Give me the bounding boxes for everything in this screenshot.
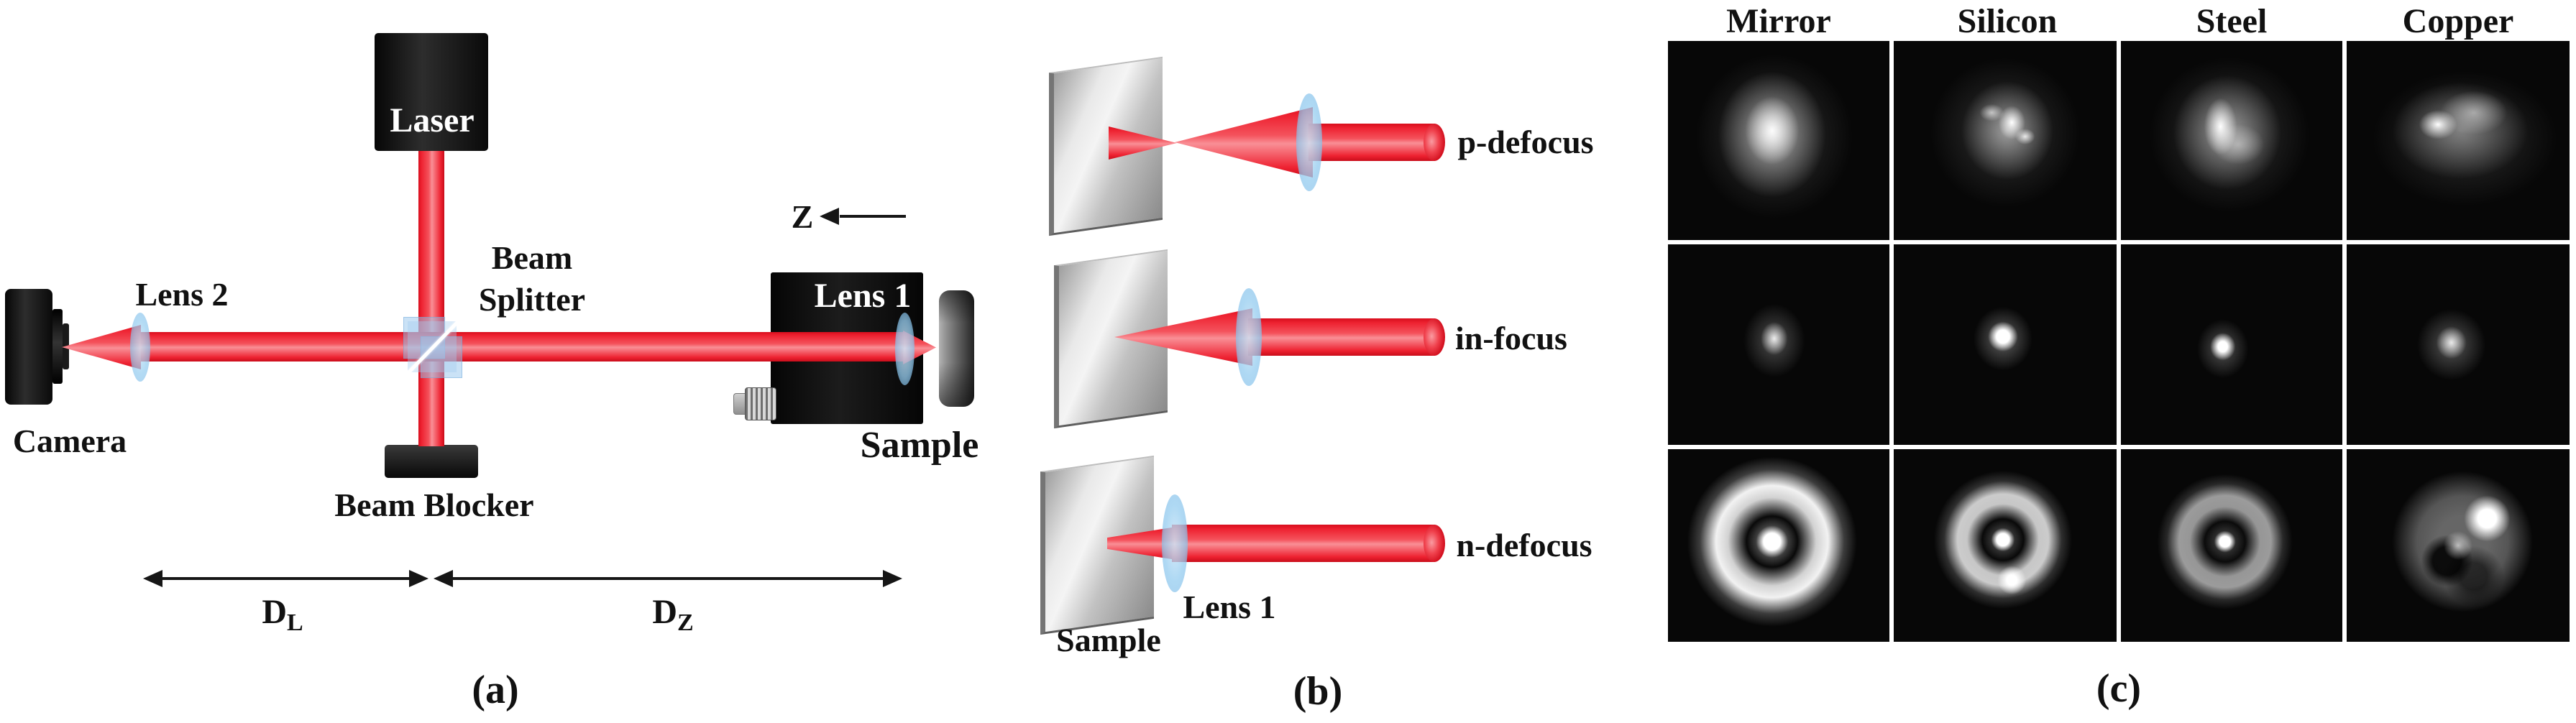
lens1-label: Lens 1 bbox=[814, 277, 912, 315]
lens2-icon bbox=[130, 313, 150, 382]
dl-arrow-line bbox=[160, 577, 413, 580]
laser-label: Laser bbox=[390, 101, 475, 139]
column-header-mirror: Mirror bbox=[1726, 2, 1831, 40]
lens1-lens-icon bbox=[895, 313, 915, 385]
p-beam-cylinder bbox=[1308, 124, 1435, 161]
sample-label-a: Sample bbox=[860, 425, 979, 466]
n-lens-icon bbox=[1162, 494, 1188, 592]
caption-a: (a) bbox=[472, 668, 519, 712]
beam-image-silicon-n-defocus bbox=[1894, 449, 2117, 642]
camera-label: Camera bbox=[12, 423, 127, 459]
column-header-silicon: Silicon bbox=[1957, 2, 2058, 40]
laser-beam-vertical bbox=[418, 151, 444, 446]
micrometer-knob-icon bbox=[745, 387, 776, 420]
beam-image-copper-in-focus bbox=[2347, 244, 2570, 445]
beam-image-steel-n-defocus bbox=[2121, 449, 2342, 642]
p-lens-icon bbox=[1296, 93, 1322, 191]
camera-barrel bbox=[52, 309, 63, 384]
p-defocus-label: p-defocus bbox=[1457, 124, 1594, 160]
column-header-steel: Steel bbox=[2196, 2, 2268, 40]
p-cone-expanding bbox=[1175, 107, 1313, 178]
column-header-copper: Copper bbox=[2402, 2, 2514, 40]
beam-splitter-cube-icon bbox=[403, 316, 463, 378]
z-arrow-head-icon bbox=[820, 208, 839, 225]
beam-blocker-box bbox=[385, 445, 478, 478]
distance-dl-label: DL bbox=[262, 593, 303, 636]
beam-image-steel-in-focus bbox=[2121, 244, 2342, 445]
n-defocus-label: n-defocus bbox=[1456, 527, 1592, 563]
beam-image-silicon-in-focus bbox=[1894, 244, 2117, 445]
beam-image-mirror-in-focus bbox=[1668, 244, 1889, 445]
dl-arrow-head-left bbox=[143, 570, 162, 587]
in-focus-label: in-focus bbox=[1455, 320, 1567, 356]
beam-image-mirror-p-defocus bbox=[1668, 41, 1889, 240]
laser-beam-horizontal bbox=[139, 332, 904, 362]
z-axis-label: Z bbox=[791, 198, 814, 235]
sample-label-b: Sample bbox=[1056, 622, 1161, 658]
beam-splitter-label: Beam Splitter bbox=[478, 239, 586, 318]
n-beam-endcap bbox=[1424, 525, 1445, 562]
beam-image-copper-p-defocus bbox=[2347, 41, 2570, 240]
beam-image-mirror-n-defocus bbox=[1668, 449, 1889, 642]
lens2-label: Lens 2 bbox=[135, 276, 229, 313]
dz-arrow-head-right bbox=[883, 570, 902, 587]
beam-image-steel-p-defocus bbox=[2121, 41, 2342, 240]
beam-image-copper-n-defocus bbox=[2347, 449, 2570, 642]
z-arrow-line bbox=[840, 215, 906, 218]
distance-dz-label: DZ bbox=[652, 593, 694, 636]
dl-arrow-head-right bbox=[409, 570, 428, 587]
dz-arrow-line bbox=[451, 577, 886, 580]
i-beam-endcap bbox=[1424, 318, 1445, 356]
i-beam-cylinder bbox=[1248, 318, 1435, 356]
laser-box bbox=[375, 33, 488, 151]
sample-disk bbox=[939, 290, 974, 407]
dz-arrow-head-left bbox=[434, 570, 453, 587]
n-beam-cylinder bbox=[1172, 525, 1435, 562]
beam-blocker-label: Beam Blocker bbox=[334, 487, 534, 523]
beam-cone-to-camera bbox=[62, 325, 141, 369]
beam-image-silicon-p-defocus bbox=[1894, 41, 2117, 240]
caption-b: (b) bbox=[1293, 669, 1343, 714]
p-beam-endcap bbox=[1424, 124, 1445, 161]
lens1-label-b: Lens 1 bbox=[1183, 589, 1276, 625]
camera-box bbox=[5, 289, 52, 405]
i-lens-icon bbox=[1236, 288, 1262, 386]
caption-c: (c) bbox=[2096, 666, 2142, 711]
